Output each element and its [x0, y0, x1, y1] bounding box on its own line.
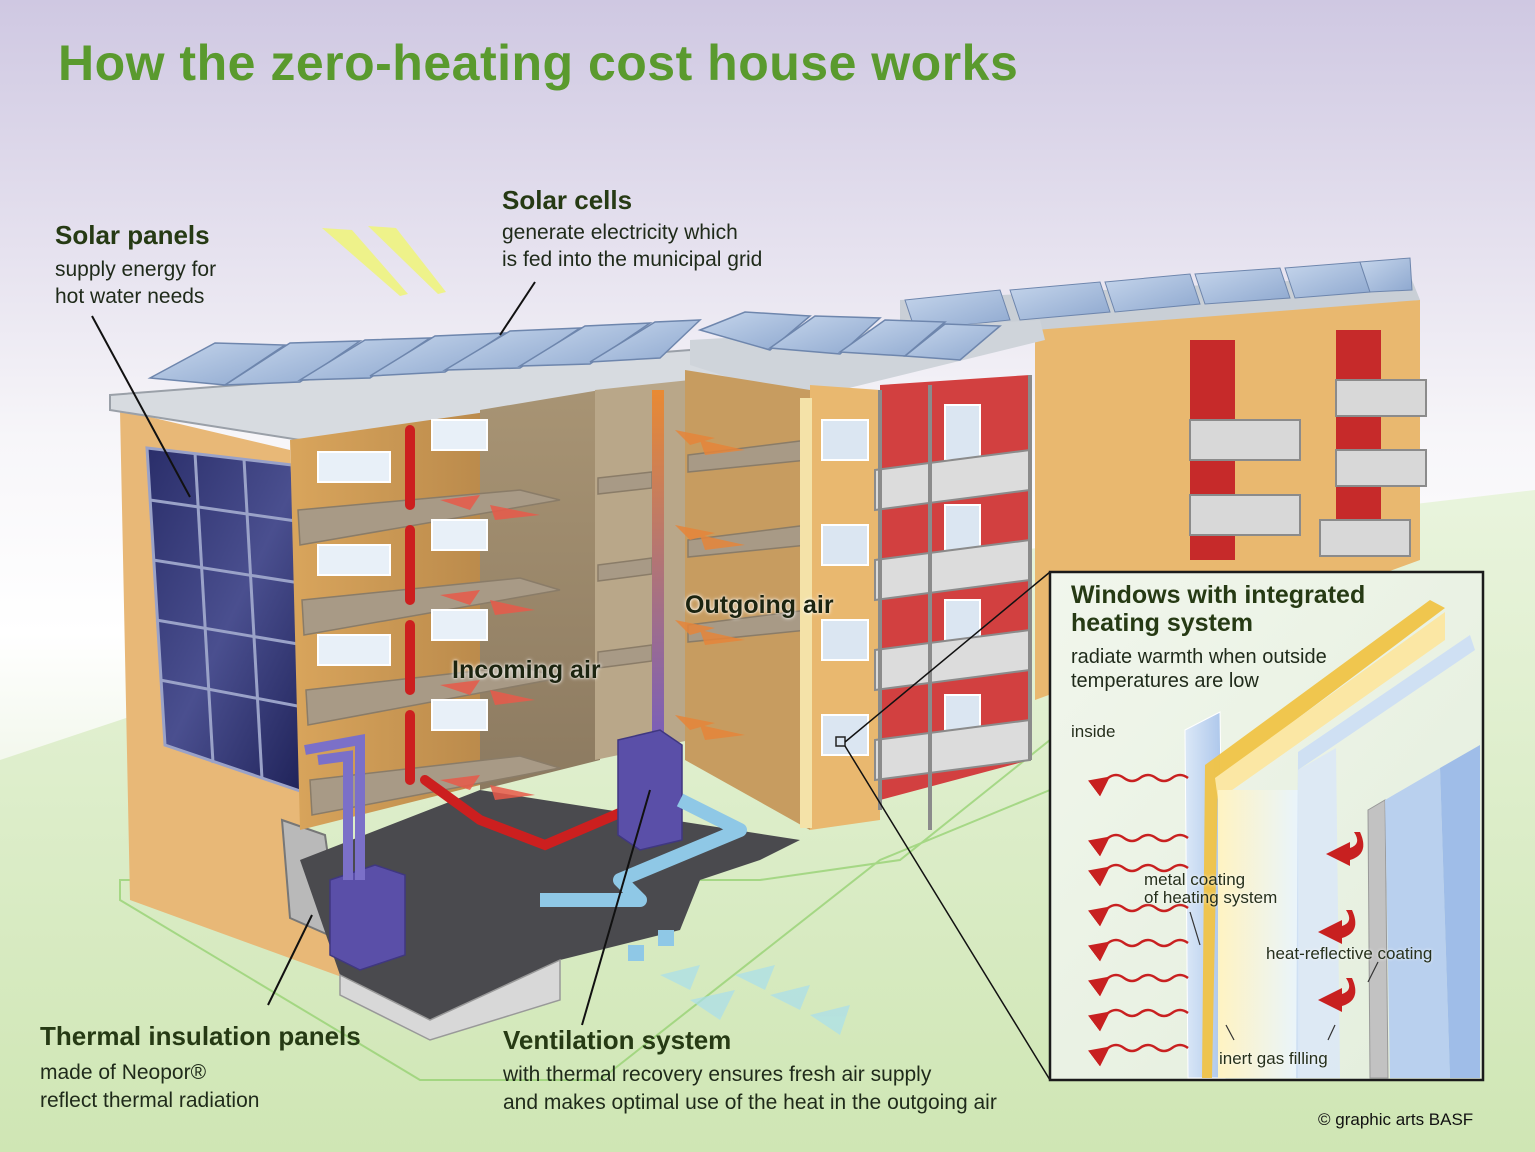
fresh-air-duct: [540, 793, 747, 907]
outgoing-air-label: Outgoing air: [685, 591, 834, 619]
incoming-air-arrows: [440, 495, 540, 800]
outgoing-air-arrows: [675, 430, 745, 740]
heating-layer: [1202, 600, 1445, 1078]
sun-ray-icon: [322, 228, 408, 296]
credit-text: © graphic arts BASF: [1318, 1110, 1474, 1129]
solar-panels-heading: Solar panels: [55, 220, 210, 250]
balcony-columns: [878, 375, 1032, 830]
insulation-leader: [267, 914, 313, 1006]
balconies: [874, 448, 1031, 782]
inset-heading-line2: heating system: [1071, 609, 1254, 637]
metal-coating-leader: [1189, 911, 1201, 946]
inset-desc-line2: temperatures are low: [1071, 670, 1259, 692]
back-balconies: [1189, 330, 1427, 560]
incoming-air-label: Incoming air: [452, 656, 601, 684]
inset-heading-line1: Windows with integrated: [1071, 581, 1366, 609]
wall-solar-panels: [145, 446, 314, 798]
hot-water-unit: [329, 864, 406, 971]
ventilation-heading: Ventilation system: [503, 1025, 732, 1055]
inset-desc-line1: radiate warmth when outside: [1071, 646, 1327, 668]
ventilation-line2: and makes optimal use of the heat in the…: [503, 1091, 997, 1114]
metal-coating-label-line1: metal coating: [1144, 870, 1246, 889]
gas-leader-2: [1327, 1024, 1336, 1041]
solar-cells-leader: [499, 281, 536, 336]
exterior-windows: [821, 419, 869, 756]
inside-label: inside: [1071, 722, 1116, 741]
floor-slabs: [297, 439, 809, 816]
roof-solar-panels: [147, 311, 1002, 386]
solar-cells-line2: is fed into the municipal grid: [502, 248, 763, 271]
back-solar-panels: [904, 257, 1413, 331]
metal-coating-label-line2: of heating system: [1144, 888, 1278, 907]
heat-reflective-label: heat-reflective coating: [1266, 944, 1433, 963]
reflection-arrows: [1318, 832, 1364, 1012]
fresh-air-vent: [658, 930, 674, 946]
glass-pane-outermost: [1440, 745, 1480, 1078]
glass-pane-warm: [1215, 612, 1445, 800]
solar-cells-heading: Solar cells: [502, 185, 633, 215]
thermal-insulation-heading: Thermal insulation panels: [40, 1021, 361, 1051]
warmth-radiation-arrows: [1087, 773, 1189, 1067]
thermal-insulation-line1: made of Neopor®: [40, 1061, 207, 1084]
page-title: How the zero-heating cost house works: [58, 35, 1019, 91]
gas-leader: [1225, 1024, 1235, 1041]
fresh-air-flow: [660, 965, 850, 1035]
sun-ray-icon: [368, 226, 446, 294]
window-detail-inset: [1048, 570, 1485, 1082]
heating-pipes: [405, 425, 655, 851]
reflective-leader: [1367, 961, 1379, 983]
foundation-edge: [339, 958, 561, 1041]
wall-pilaster: [800, 398, 812, 828]
inset-pointer-line: [844, 571, 1051, 743]
ventilation-line1: with thermal recovery ensures fresh air …: [503, 1063, 932, 1086]
interior-right-wall: [685, 370, 810, 830]
glass-pane-outer: [1385, 768, 1450, 1078]
interior-windows: [317, 419, 488, 731]
thermal-insulation-line2: reflect thermal radiation: [40, 1089, 260, 1112]
hot-water-ducts: [304, 734, 365, 880]
ventilation-leader: [581, 789, 651, 1026]
fresh-air-vent: [628, 945, 644, 961]
reflective-coating: [1367, 799, 1389, 1079]
exhaust-pipe: [652, 390, 664, 735]
inert-gas-label: inert gas filling: [1219, 1049, 1328, 1068]
inset-pointer-line: [844, 745, 1051, 1081]
solar-panels-leader: [91, 315, 191, 498]
solar-cells-line1: generate electricity which: [502, 221, 738, 244]
ground-outline: [119, 737, 1051, 1081]
solar-panels-line2: hot water needs: [55, 285, 205, 308]
inert-gas-gap: [1218, 790, 1298, 1078]
solar-panels-line1: supply energy for: [55, 258, 217, 281]
